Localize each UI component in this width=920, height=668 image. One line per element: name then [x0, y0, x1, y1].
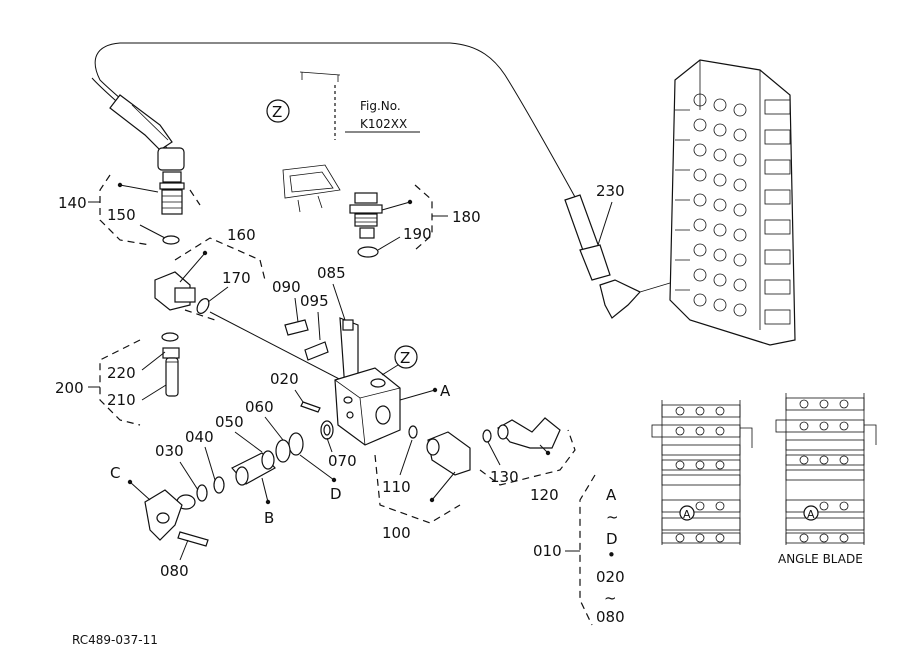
callout-100: 100 [382, 524, 411, 542]
callout-060: 060 [245, 398, 274, 416]
callout-170: 170 [222, 269, 251, 287]
callout-095: 095 [300, 292, 329, 310]
group-160: 160 170 [154, 226, 346, 383]
range-tilde-1: ~ [606, 508, 619, 526]
callout-200: 200 [55, 379, 84, 397]
ref-a: A [440, 382, 451, 400]
callout-120: 120 [530, 486, 559, 504]
ref-c: C [110, 464, 120, 482]
callout-230: 230 [596, 182, 625, 200]
z-detail: Z Fig.No. K102XX [266, 71, 420, 213]
range-dot: • [607, 546, 616, 564]
callout-040: 040 [185, 428, 214, 446]
range-from-2: 020 [596, 568, 625, 586]
callout-020: 020 [270, 370, 299, 388]
callout-160: 160 [227, 226, 256, 244]
inset-ref-a-1: A [683, 508, 691, 521]
callout-010: 010 [533, 542, 562, 560]
schematic-inset-standard: A [651, 400, 753, 545]
group-180: 180 190 [349, 184, 481, 258]
group-100: 110 100 [374, 425, 471, 542]
callout-030: 030 [155, 442, 184, 460]
hose-line [91, 42, 586, 216]
spool-stack: 030 040 050 060 070 B C D 080 [110, 398, 357, 580]
callout-050: 050 [215, 413, 244, 431]
callout-110: 110 [382, 478, 411, 496]
group-140: 140 150 [58, 147, 201, 246]
callout-070: 070 [328, 452, 357, 470]
schematic-inset-angle-blade: A ANGLE BLADE [775, 393, 877, 566]
callout-090: 090 [272, 278, 301, 296]
range-from: A [606, 486, 617, 504]
callout-220: 220 [107, 364, 136, 382]
z-ref-circle-block [394, 345, 418, 369]
callout-180: 180 [452, 208, 481, 226]
z-ref-top: Z [272, 103, 282, 121]
callout-210: 210 [107, 391, 136, 409]
group-200: 200 220 210 [55, 332, 180, 426]
control-valve [669, 59, 796, 346]
range-to-2: 080 [596, 608, 625, 626]
z-ref-circle-top [266, 99, 290, 123]
fig-no-value: K102XX [360, 117, 407, 131]
range-to: D [606, 530, 618, 548]
ref-b: B [264, 509, 274, 527]
ref-d: D [330, 485, 342, 503]
valve-block: Z A 020 [270, 345, 451, 446]
group-120: 130 120 [479, 417, 576, 504]
inset-ref-a-2: A [807, 508, 815, 521]
range-tilde-2: ~ [604, 589, 617, 607]
group-010: 010 A ~ D • 020 ~ 080 [533, 474, 625, 626]
fig-no-label: Fig.No. [360, 99, 401, 113]
callout-080: 080 [160, 562, 189, 580]
callout-140: 140 [58, 194, 87, 212]
callout-085: 085 [317, 264, 346, 282]
angle-blade-caption: ANGLE BLADE [778, 552, 863, 566]
callout-190: 190 [403, 225, 432, 243]
drawing-code: RC489-037-11 [72, 633, 158, 647]
callout-150: 150 [107, 206, 136, 224]
group-230: 230 [564, 182, 681, 319]
callout-130: 130 [490, 468, 519, 486]
z-ref-block: Z [400, 349, 410, 367]
